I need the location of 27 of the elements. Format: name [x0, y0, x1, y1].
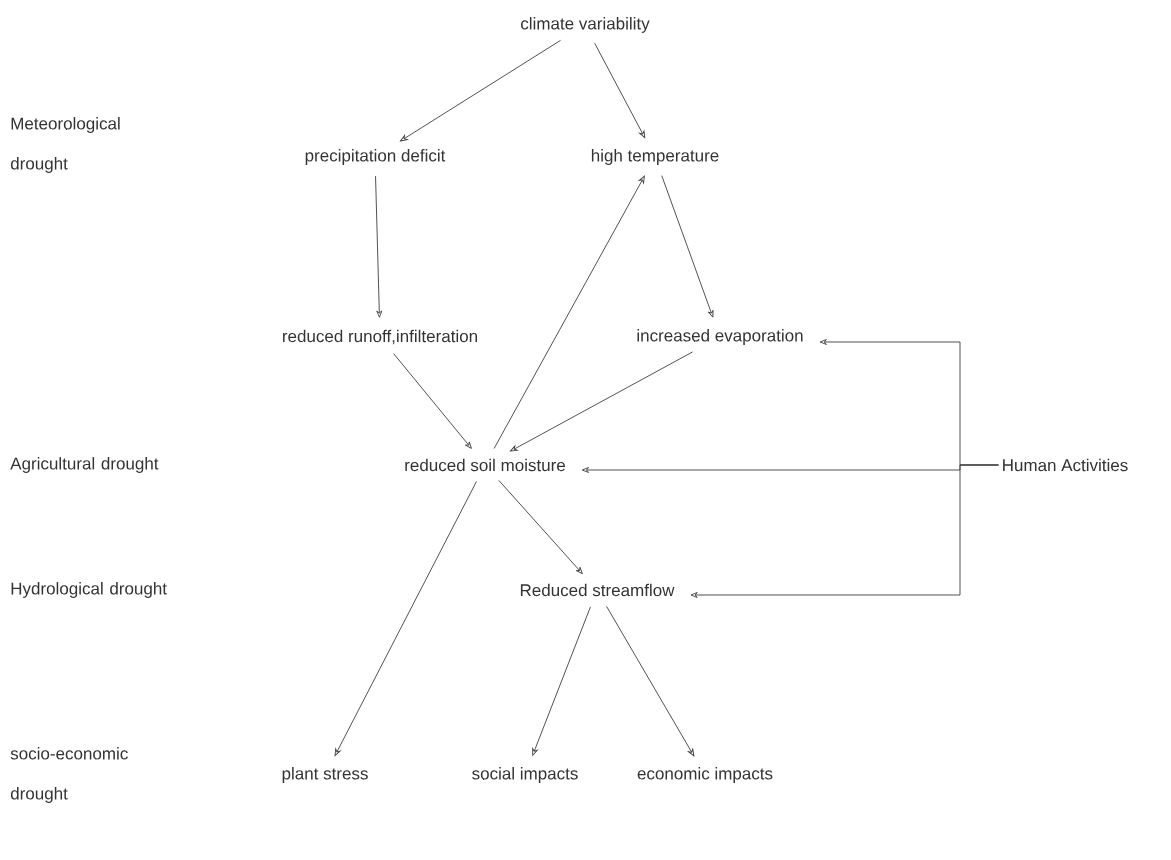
- node-text: increased evaporation: [637, 329, 803, 345]
- arrow: [334, 481, 477, 757]
- node-text: high temperature: [591, 149, 719, 165]
- node-text: precipitation deficit: [305, 149, 446, 165]
- arrow: [510, 351, 694, 452]
- arrow: [400, 39, 561, 142]
- arrow: [393, 353, 472, 449]
- level-label: Meteorological drought: [10, 117, 120, 173]
- arrow: [661, 175, 714, 318]
- node-text: economic impacts: [637, 767, 773, 783]
- node-text: Human Activities: [1003, 458, 1128, 472]
- arrow: [690, 464, 999, 598]
- arrow: [532, 606, 591, 756]
- node-text: reduced soil moisture: [405, 458, 565, 472]
- arrow: [498, 479, 583, 575]
- node-text: climate variability: [521, 17, 650, 33]
- arrow: [375, 175, 383, 318]
- arrow: [606, 605, 695, 757]
- level-label: socio-economic drought: [10, 747, 128, 803]
- node-text: social impacts: [472, 767, 578, 783]
- level-label: Agricultural drought: [10, 457, 159, 473]
- node-text: reduced runoff,infilteration: [283, 329, 477, 345]
- node-text: Reduced streamflow: [520, 583, 675, 597]
- arrow: [594, 42, 646, 139]
- node-text: plant stress: [282, 767, 368, 783]
- arrow: [493, 175, 645, 449]
- level-label: Hydrological drought: [11, 582, 167, 598]
